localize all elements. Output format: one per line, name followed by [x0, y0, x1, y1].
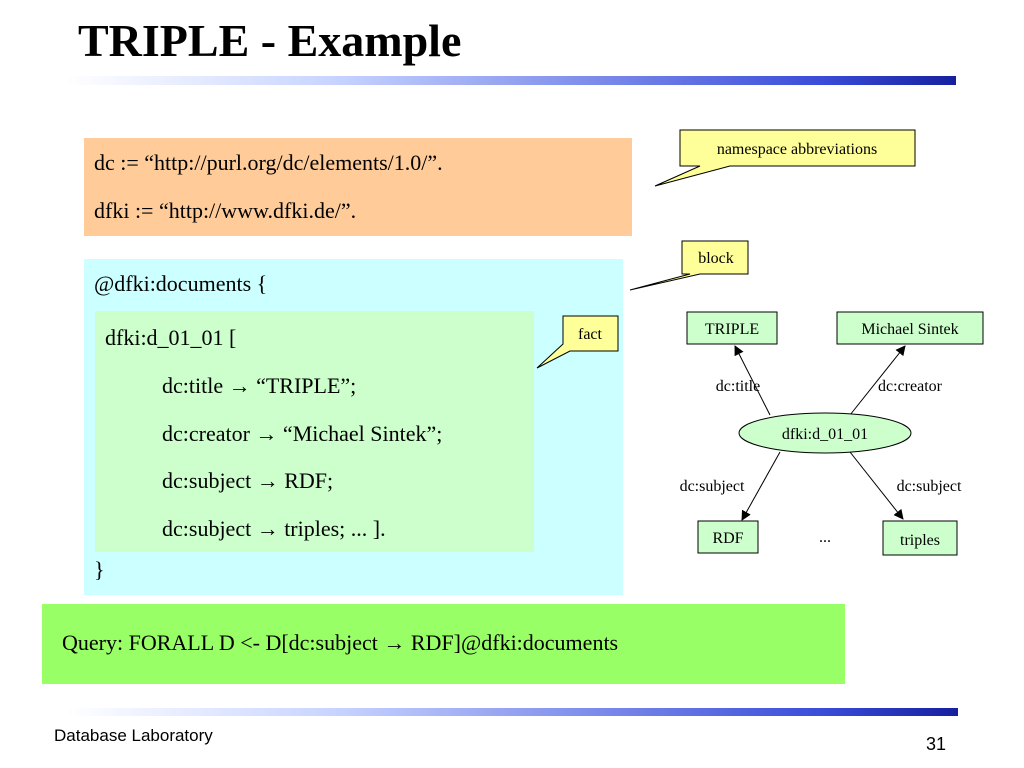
callout-block-label: block: [698, 250, 734, 267]
edge-label-subject-left: dc:subject: [680, 478, 745, 495]
node-triples-label: triples: [900, 532, 940, 549]
page-number: 31: [925, 734, 946, 754]
block-close: }: [94, 557, 105, 582]
edge-label-subject-right: dc:subject: [897, 478, 962, 495]
node-triple: [686, 311, 778, 345]
callout-block: block: [629, 240, 749, 291]
edge-label-title: dc:title: [716, 378, 760, 395]
fact-box: dfki:d_01_01 [ dc:title → “TRIPLE”; dc:c…: [95, 311, 534, 552]
namespace-line-dc: dc := “http://purl.org/dc/elements/1.0/”…: [94, 150, 443, 175]
fact-head: dfki:d_01_01 [: [105, 325, 237, 350]
query-box: Query: FORALL D <- D[dc:subject → RDF]@d…: [42, 604, 845, 684]
edge-subject-right: [849, 451, 904, 520]
fact-line: dc:creator → “Michael Sintek”;: [162, 421, 443, 446]
node-ellipsis: ...: [819, 529, 831, 546]
footer-label: Database Laboratory: [54, 726, 213, 745]
node-creator-label: Michael Sintek: [861, 321, 958, 338]
callout-namespace-label: namespace abbreviations: [717, 141, 877, 158]
fact-line: dc:subject → RDF;: [162, 468, 334, 493]
node-triple-label: TRIPLE: [705, 321, 759, 338]
callout-namespace-shape: [654, 129, 916, 187]
callout-fact: fact: [536, 315, 619, 369]
edge-subject-left: [741, 451, 781, 521]
node-rdf-label: RDF: [712, 530, 743, 547]
node-creator: [836, 311, 984, 345]
edge-title: [734, 345, 771, 416]
center-node-label: dfki:d_01_01: [782, 426, 868, 443]
node-triples: [882, 520, 958, 556]
footer-divider: [66, 708, 958, 716]
callout-fact-label: fact: [578, 326, 603, 343]
callout-block-shape: [629, 240, 749, 291]
slide-title: TRIPLE - Example: [78, 15, 462, 66]
callout-fact-shape: [536, 315, 619, 369]
namespace-box: dc := “http://purl.org/dc/elements/1.0/”…: [84, 138, 632, 236]
edge-label-creator: dc:creator: [878, 378, 943, 395]
title-divider: [66, 76, 956, 85]
edge-creator: [849, 345, 906, 416]
center-node: [738, 412, 912, 454]
node-rdf: [697, 520, 759, 554]
fact-line: dc:title → “TRIPLE”;: [162, 373, 357, 398]
block-open: @dfki:documents {: [94, 271, 268, 296]
namespace-line-dfki: dfki := “http://www.dfki.de/”.: [94, 198, 357, 223]
query-text: Query: FORALL D <- D[dc:subject → RDF]@d…: [62, 630, 619, 655]
callout-namespace: namespace abbreviations: [654, 129, 916, 187]
fact-line: dc:subject → triples; ... ].: [162, 516, 386, 541]
